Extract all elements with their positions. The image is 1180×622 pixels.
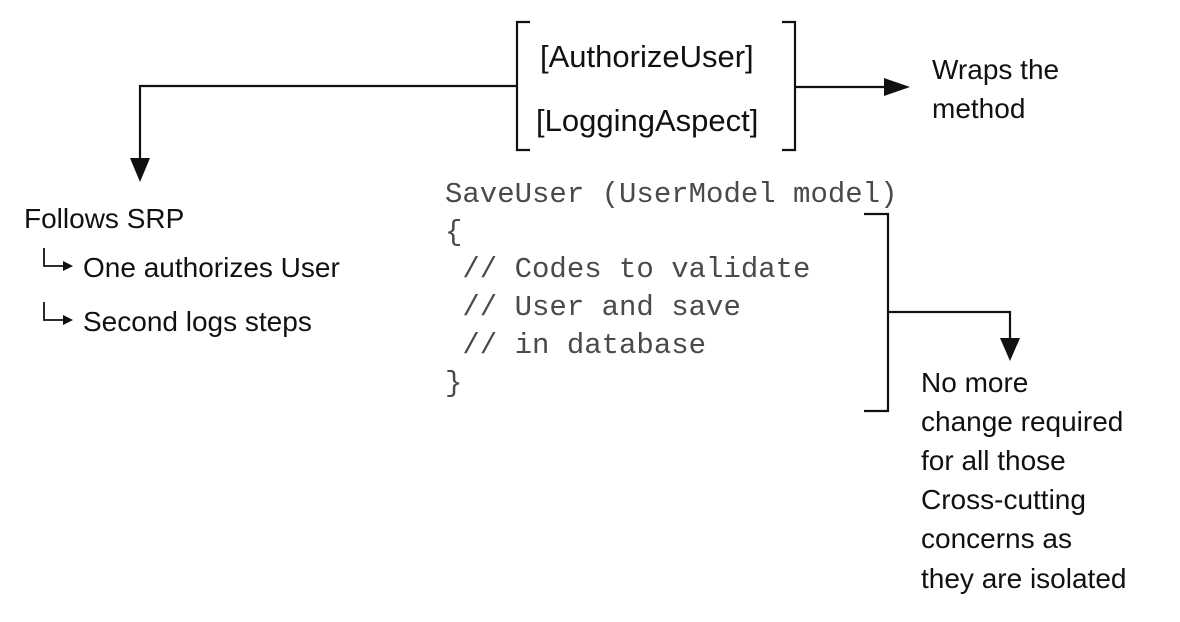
srp-title: Follows SRP	[24, 203, 184, 234]
isolation-note-line6: they are isolated	[921, 563, 1126, 594]
srp-item2: Second logs steps	[83, 306, 312, 337]
code-line-comment2: // User and save	[445, 291, 741, 324]
isolation-note-line5: concerns as	[921, 523, 1072, 554]
srp-item1: One authorizes User	[83, 252, 340, 283]
authorize-user-attribute: [AuthorizeUser]	[540, 39, 754, 74]
srp-item1-arrow	[43, 248, 73, 271]
code-bracket	[864, 212, 890, 413]
isolation-note-line3: for all those	[921, 445, 1066, 476]
code-line-comment3: // in database	[445, 329, 706, 362]
wraps-arrow	[795, 78, 910, 96]
code-line-signature: SaveUser (UserModel model)	[445, 178, 897, 211]
code-line-comment1: // Codes to validate	[445, 253, 810, 286]
code-line-open-brace: {	[445, 216, 462, 249]
logging-aspect-attribute: [LoggingAspect]	[536, 103, 758, 138]
isolation-note-line1: No more	[921, 367, 1028, 398]
srp-arrowhead	[130, 158, 150, 182]
isolation-note-line4: Cross-cutting	[921, 484, 1086, 515]
code-block: SaveUser (UserModel model) { // Codes to…	[445, 178, 897, 400]
srp-arrow	[130, 84, 517, 182]
isolation-note: No more change required for all those Cr…	[921, 367, 1126, 594]
srp-item2-arrow	[43, 302, 73, 325]
wraps-note-line2: method	[932, 93, 1025, 124]
wraps-arrowhead	[884, 78, 910, 96]
isolation-arrow	[888, 310, 1020, 361]
isolation-note-line2: change required	[921, 406, 1123, 437]
wraps-note-line1: Wraps the	[932, 54, 1059, 85]
isolation-arrowhead	[1000, 338, 1020, 361]
code-line-close-brace: }	[445, 367, 462, 400]
